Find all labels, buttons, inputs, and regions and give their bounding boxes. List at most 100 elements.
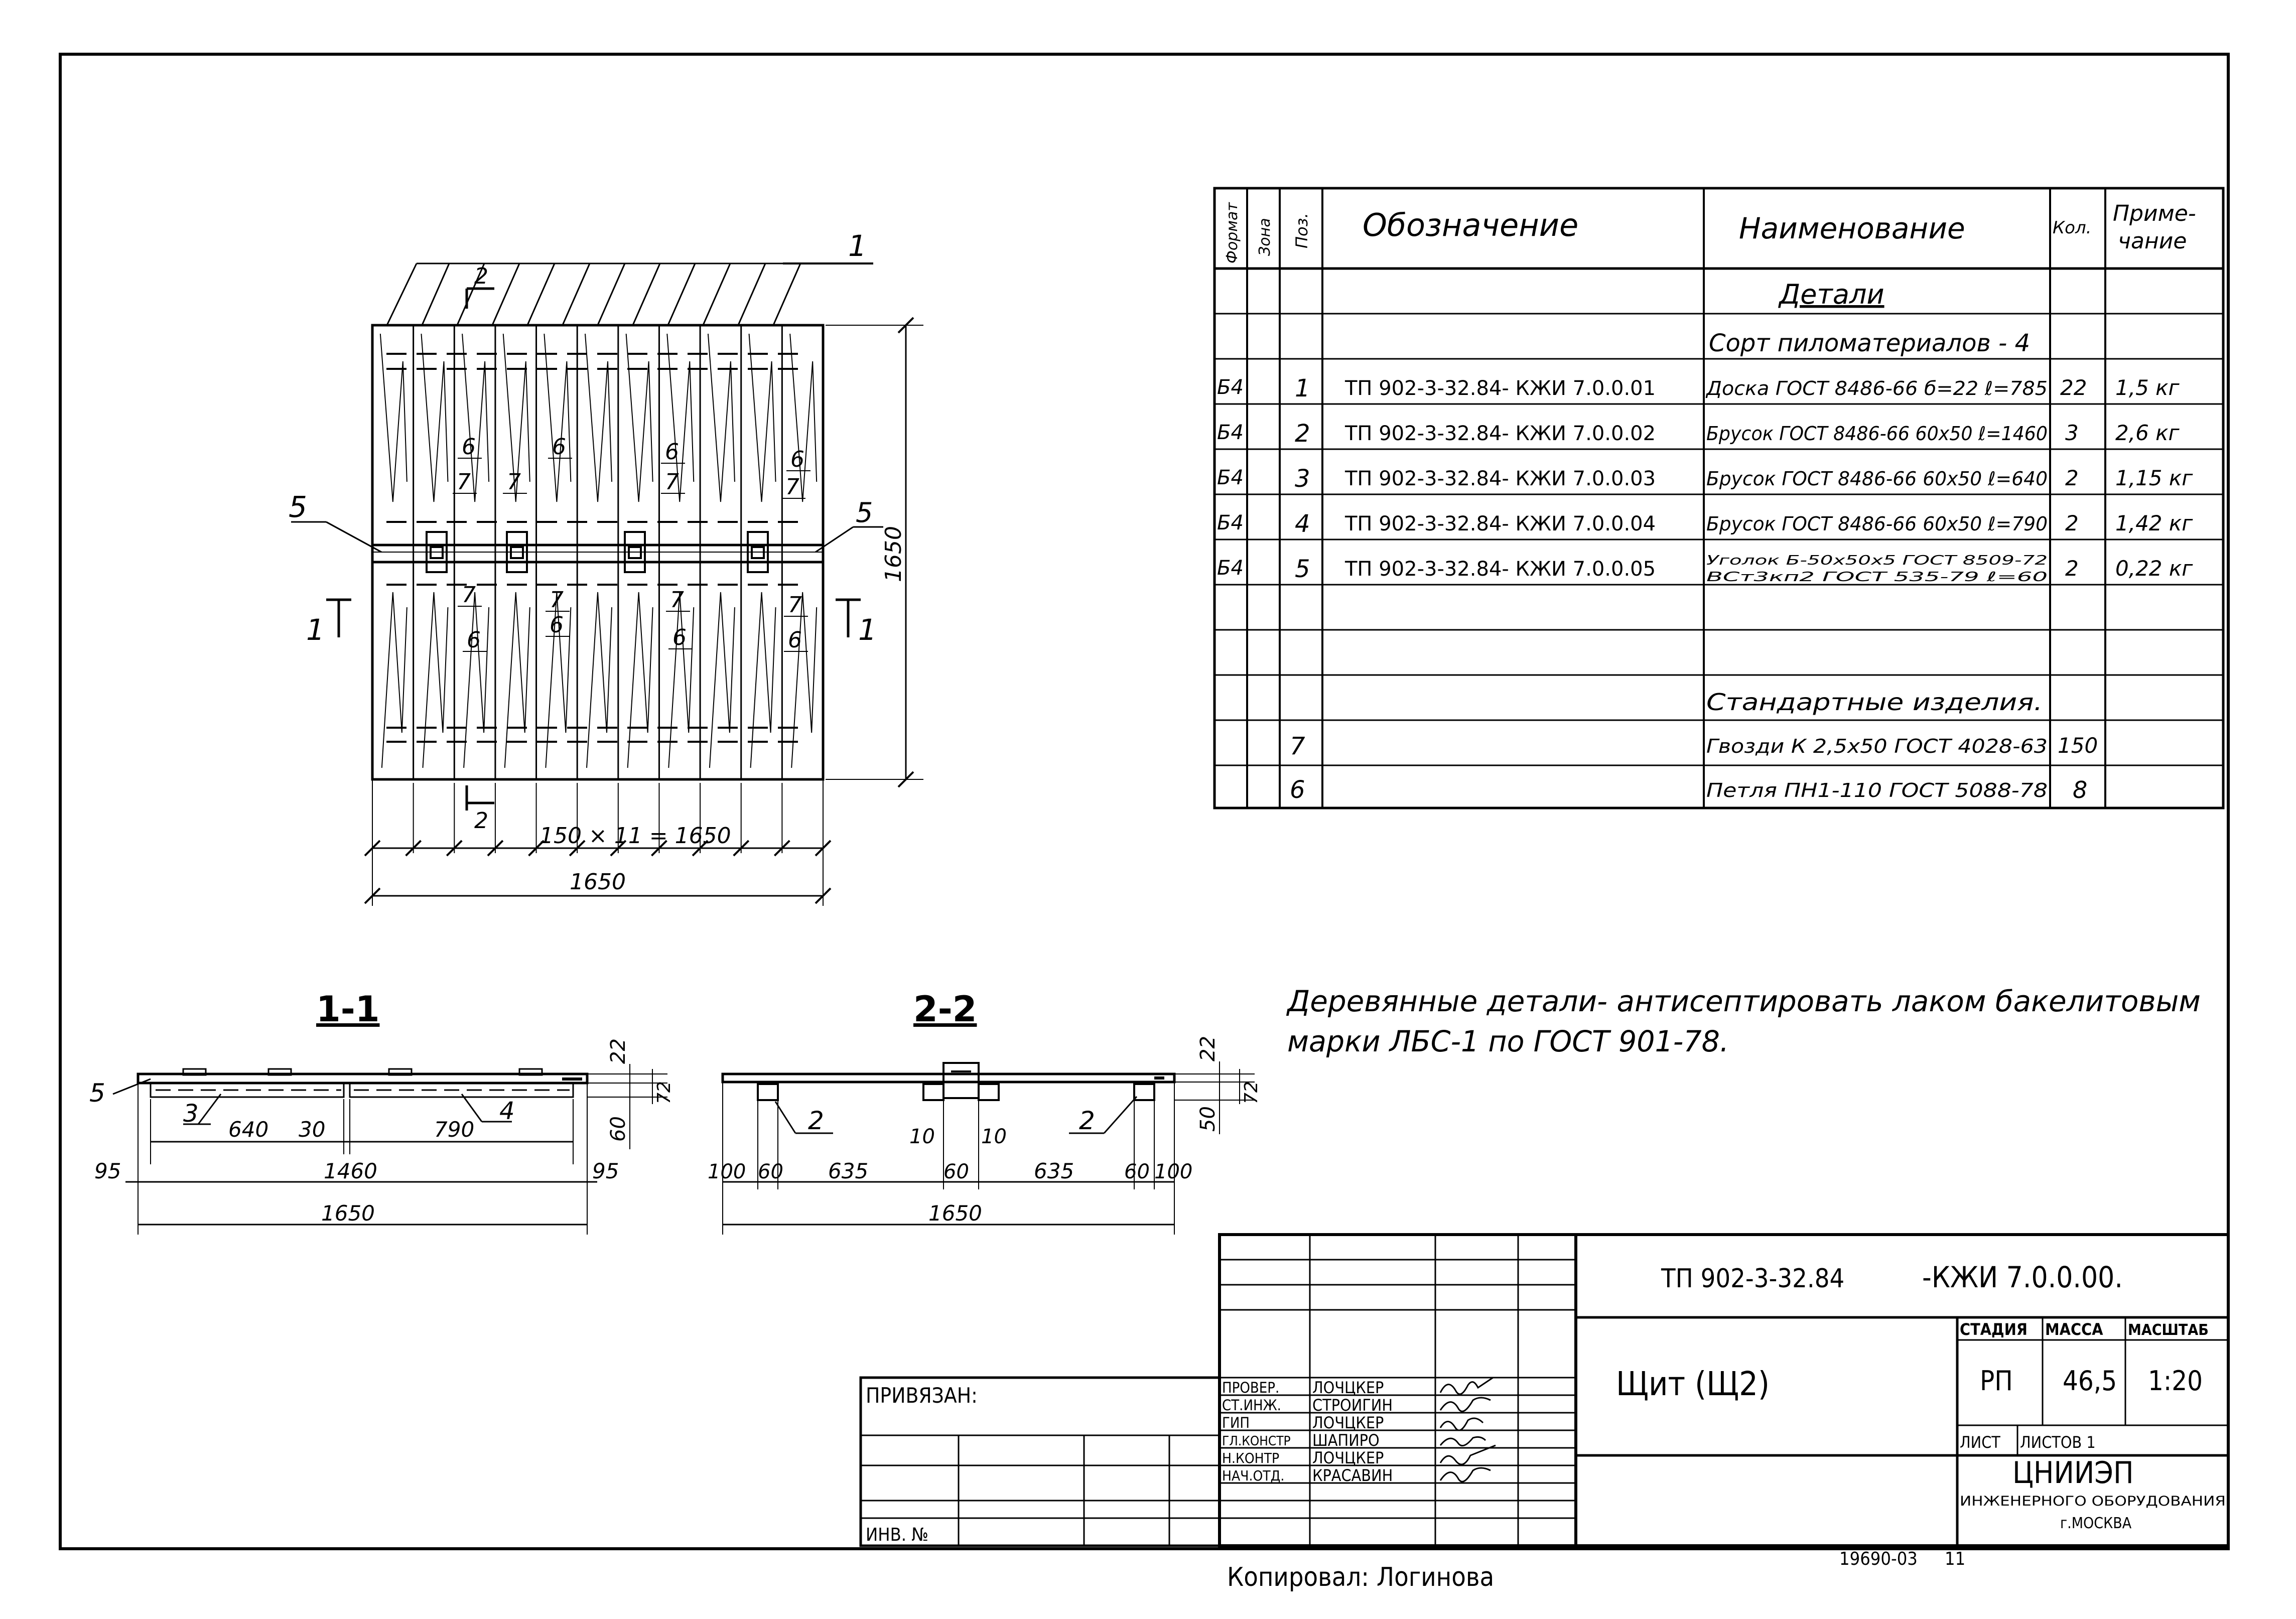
mass-header: МАССА: [2045, 1320, 2103, 1339]
wood-grain: [545, 592, 572, 768]
section-mark-2-top: 2: [474, 263, 488, 289]
wood-grain: [544, 333, 572, 502]
dim-1650: 1650: [928, 1201, 982, 1226]
header-qty: Кол.: [2053, 218, 2091, 238]
dim-1460: 1460: [324, 1159, 377, 1183]
row-designation: ТП 902-3-32.84- КЖИ 7.0.0.03: [1344, 467, 1656, 490]
dim-100-left: 100: [708, 1160, 746, 1183]
dim-1650: 1650: [321, 1201, 375, 1226]
pos-5-label: 5: [89, 1078, 105, 1108]
header-format: Формат: [1224, 202, 1241, 263]
table-row: Б4 1 ТП 902-3-32.84- КЖИ 7.0.0.01 Доска …: [1217, 374, 2180, 402]
label-7: 7: [785, 474, 799, 500]
dim-95-left: 95: [94, 1159, 121, 1183]
staff-role: Н.КОНТР: [1222, 1450, 1279, 1466]
staff-role: ГЛ.КОНСТР: [1222, 1434, 1291, 1449]
row-name: Брусок ГОСТ 8486-66 60х50 ℓ=640: [1706, 468, 2048, 490]
row-qty: 8: [2073, 776, 2087, 803]
inv-label: ИНВ. №: [866, 1525, 928, 1545]
staff-role: ПРОВЕР.: [1222, 1379, 1279, 1396]
staff-row: ГЛ.КОНСТР ШАПИРО: [1222, 1431, 1380, 1450]
wood-grain: [668, 592, 695, 768]
wood-grain: [666, 333, 695, 502]
mass-value: 46,5: [2063, 1365, 2117, 1397]
row-pos: 4: [1295, 510, 1310, 538]
sheet-label: ЛИСТ: [1960, 1433, 2000, 1452]
dim-22: 22: [607, 1038, 630, 1064]
doc-suffix: -КЖИ 7.0.0.00.: [1922, 1260, 2123, 1294]
wood-grain: [585, 333, 612, 502]
label-6: 6: [788, 627, 802, 653]
wood-grain: [789, 333, 818, 502]
label-6: 6: [462, 434, 476, 460]
table-row: Б4 4 ТП 902-3-32.84- КЖИ 7.0.0.04 Брусок…: [1217, 510, 2193, 538]
staff-row: НАЧ.ОТД. КРАСАВИН: [1222, 1466, 1393, 1485]
staff-role: ГИП: [1222, 1414, 1250, 1431]
wood-grain: [707, 333, 735, 502]
staff-name: ЛОЧЦКЕР: [1312, 1378, 1384, 1397]
row-name: Брусок ГОСТ 8486-66 60х50 ℓ=790: [1706, 513, 2048, 535]
staff-name: КРАСАВИН: [1312, 1466, 1393, 1485]
stage-value: РП: [1980, 1365, 2013, 1397]
leader-5-left: 5: [289, 490, 307, 524]
hinge-knuckle: [751, 546, 765, 559]
dim-100-right: 100: [1154, 1160, 1192, 1183]
dim-30: 30: [299, 1117, 325, 1142]
wood-grain: [709, 592, 735, 768]
dim-22: 22: [1196, 1036, 1220, 1061]
row-format: Б4: [1217, 466, 1244, 489]
dim-95-right: 95: [592, 1159, 619, 1183]
hinge: [624, 531, 646, 573]
row-designation: ТП 902-3-32.84- КЖИ 7.0.0.01: [1344, 377, 1656, 400]
hinge-knuckle: [628, 546, 642, 559]
hinge: [506, 531, 528, 573]
label-7: 7: [462, 582, 476, 608]
section-mark-1-right: 1: [858, 613, 877, 647]
sheets-label: ЛИСТОВ 1: [2020, 1433, 2096, 1452]
dim-tick: [487, 840, 504, 857]
dim-10-right: 10: [981, 1125, 1007, 1148]
wood-grain: [462, 333, 490, 502]
dim-tick: [610, 840, 627, 857]
dim-tick: [569, 840, 586, 857]
dim-10-left: 10: [909, 1125, 935, 1148]
staff-row: ПРОВЕР. ЛОЧЦКЕР: [1222, 1378, 1384, 1397]
section-1-1: 1-1 5 3 4 22 72 60 640 30 790: [89, 989, 674, 1235]
dim-tick: [405, 840, 422, 857]
row-name: Петля ПН1-110 ГОСТ 5088-78: [1706, 779, 2048, 801]
note-line-1: Деревянные детали- антисептировать лаком…: [1286, 984, 2201, 1018]
wood-grain: [502, 333, 530, 502]
org-city: г.МОСКВА: [2060, 1515, 2132, 1532]
row-qty: 3: [2065, 421, 2079, 445]
section-details: Детали: [1778, 279, 1884, 310]
drawing-name: Щит (Щ2): [1616, 1365, 1770, 1403]
dim-72: 72: [1241, 1081, 1262, 1104]
row-designation: ТП 902-3-32.84- КЖИ 7.0.0.04: [1344, 512, 1656, 535]
row-format: Б4: [1217, 421, 1244, 444]
row-name-line1: Уголок Б-50х50х5 ГОСТ 8509-72: [1706, 553, 2048, 568]
org-sub: ИНЖЕНЕРНОГО ОБОРУДОВАНИЯ: [1960, 1494, 2226, 1509]
dim-height: 1650: [881, 526, 906, 582]
hinge-knuckle: [430, 546, 444, 559]
staff-name: ШАПИРО: [1312, 1431, 1380, 1450]
org-name: ЦНИИЭП: [2012, 1455, 2134, 1491]
row-format: Б4: [1217, 511, 1244, 534]
leader-1-label: 1: [848, 229, 867, 263]
section-standard: Стандартные изделия.: [1706, 689, 2043, 716]
section-mark-1-left: 1: [306, 613, 325, 647]
row-qty: 2: [2065, 466, 2079, 490]
title-block: ПРИВЯЗАН: ИНВ. № ПРОВЕР. ЛОЧЦКЕР СТ.ИНЖ.…: [859, 1233, 2230, 1547]
wood-grain: [379, 333, 408, 502]
row-qty: 150: [2058, 733, 2098, 758]
dim-60: 60: [607, 1116, 630, 1142]
general-note: Деревянные детали- антисептировать лаком…: [1286, 984, 2201, 1058]
dim-635-right: 635: [1034, 1159, 1074, 1183]
row-designation: ТП 902-3-32.84- КЖИ 7.0.0.02: [1344, 422, 1656, 445]
row-designation: ТП 902-3-32.84- КЖИ 7.0.0.05: [1344, 558, 1656, 581]
sheet-frame: [59, 53, 2230, 1550]
staff-row: СТ.ИНЖ. СТРОИГИН: [1222, 1396, 1393, 1415]
section-1-1-title: 1-1: [316, 989, 379, 1030]
scale-header: МАСШТАБ: [2128, 1321, 2209, 1339]
